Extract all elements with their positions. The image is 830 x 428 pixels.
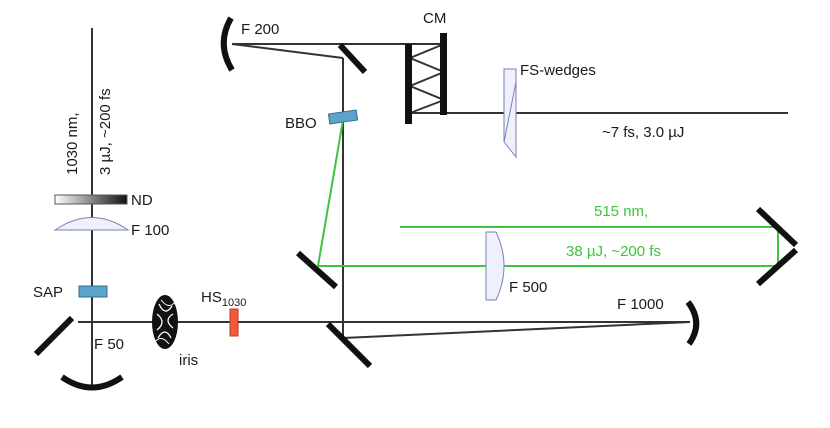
label-bbo: BBO xyxy=(285,115,317,132)
iris-aperture xyxy=(152,295,178,349)
label-input-energy: 3 µJ, ~200 fs xyxy=(97,88,114,175)
label-nd: ND xyxy=(131,192,153,209)
label-f1000: F 1000 xyxy=(617,296,664,313)
sap-crystal xyxy=(78,285,108,298)
mirror-green-fold xyxy=(295,250,339,290)
fs-wedges xyxy=(503,68,517,159)
label-hs: HS1030 xyxy=(201,289,246,309)
lens-f500 xyxy=(485,231,505,301)
chirped-mirror-zigzag xyxy=(407,43,447,114)
mirror-green-bottom-right xyxy=(755,247,799,287)
green-beam-paths xyxy=(317,119,779,267)
label-green-wavelength: 515 nm, xyxy=(594,203,648,220)
label-fs-wedges: FS-wedges xyxy=(520,62,596,79)
label-iris: iris xyxy=(179,352,198,369)
bbo-crystal xyxy=(327,109,359,125)
flat-mirrors xyxy=(33,42,799,369)
chirped-mirror-bottom xyxy=(405,44,412,124)
curved-mirror-f50 xyxy=(60,374,124,391)
mirror-top-fold xyxy=(337,42,368,75)
return-from-f1000-beam xyxy=(342,321,691,339)
mirror-f50-fold xyxy=(33,315,75,357)
curved-mirror-f1000 xyxy=(685,300,700,346)
label-output: ~7 fs, 3.0 µJ xyxy=(602,124,684,141)
label-f200: F 200 xyxy=(241,21,279,38)
lens-f100 xyxy=(53,217,130,231)
mirror-lower-fold xyxy=(325,321,373,369)
green-diagonal-beam xyxy=(317,119,344,267)
nd-filter xyxy=(54,194,128,205)
label-f100: F 100 xyxy=(131,222,169,239)
label-green-energy: 38 µJ, ~200 fs xyxy=(566,243,661,260)
label-f500: F 500 xyxy=(509,279,547,296)
curved-mirror-f200 xyxy=(220,16,235,72)
labels: 1030 nm, 3 µJ, ~200 fs ND F 100 SAP F 50… xyxy=(33,10,684,369)
label-cm: CM xyxy=(423,10,446,27)
harmonic-separator-1030 xyxy=(229,308,239,337)
label-input-wavelength: 1030 nm, xyxy=(64,112,81,175)
label-sap: SAP xyxy=(33,284,63,301)
chirped-mirror-top xyxy=(440,33,447,115)
label-f50: F 50 xyxy=(94,336,124,353)
beam-paths xyxy=(78,28,788,388)
to-f200-beam xyxy=(231,43,344,59)
mirror-green-top-right xyxy=(755,206,799,248)
